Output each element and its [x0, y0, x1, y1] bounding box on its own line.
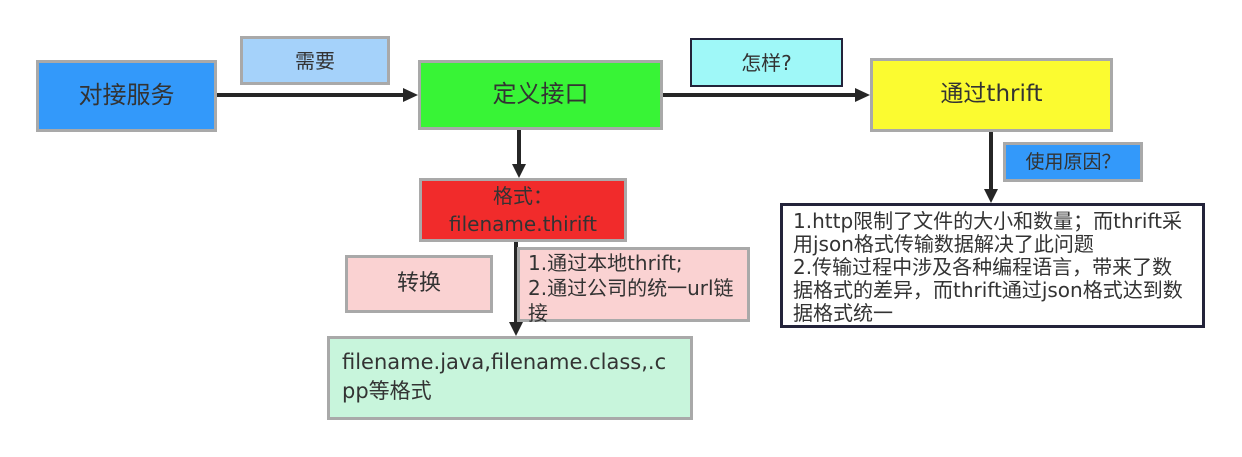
arrow-dingyi-to-geshi	[512, 130, 526, 178]
edge-label-text: 使用原因？	[1025, 150, 1121, 173]
edge-label-zhuanhuan: 转换	[345, 255, 493, 313]
note-thrift-methods: 1.通过本地thrift; 2.通过公司的统一url链接	[517, 247, 750, 325]
node-label: 定义接口	[492, 80, 589, 109]
edge-label-text: 转换	[396, 270, 441, 296]
node-label: 对接服务	[78, 81, 175, 110]
node-tongguo-thrift: 通过thrift	[870, 58, 1113, 132]
node-output-formats: filename.java,filename.class,.cpp等格式	[327, 336, 693, 420]
edge-label-text: 怎样?	[741, 50, 792, 75]
edge-label-xuyao: 需要	[240, 36, 390, 85]
node-label: 格式： filename.thirift	[449, 184, 597, 236]
node-duijie-fuwu: 对接服务	[36, 60, 217, 132]
note-thrift-reasons: 1.http限制了文件的大小和数量；而thrift采用json格式传输数据解决了…	[780, 203, 1205, 328]
arrow-duijie-to-dingyi	[217, 88, 418, 102]
edge-label-text: 需要	[295, 48, 335, 73]
arrow-thrift-to-reasons	[984, 132, 998, 203]
node-label: 通过thrift	[940, 81, 1043, 108]
arrow-dingyi-to-thrift	[663, 88, 870, 102]
edge-label-shiyong-yuanyin: 使用原因？	[1003, 142, 1143, 182]
node-dingyi-jiekou: 定义接口	[418, 60, 663, 130]
edge-label-zenyang: 怎样?	[690, 38, 843, 87]
arrow-geshi-to-outputs	[509, 242, 523, 336]
node-geshi-filename: 格式： filename.thirift	[419, 178, 627, 242]
